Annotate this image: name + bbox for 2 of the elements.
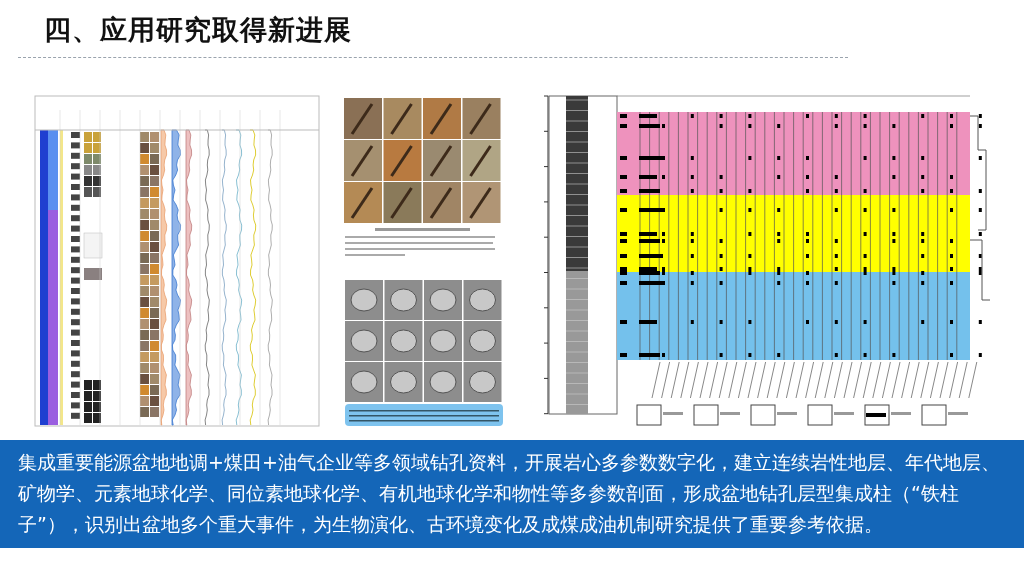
summary-panel: 集成重要能源盆地地调+煤田+油气企业等多领域钻孔资料，开展岩心多参数数字化，建立连续岩性地层、年代地层、矿物学、元素地球化学、同位素地球化学、有机地球化学和物性等多参数剖面，形成盆地钻孔层型集成柱（“铁柱子”），识别出盆地多个重大事件，为生物演化、古环境变化及成煤成油机制研究提供了重要参考依据。 (0, 440, 1024, 548)
slide-title: 四、应用研究取得新进展 (44, 13, 352, 47)
